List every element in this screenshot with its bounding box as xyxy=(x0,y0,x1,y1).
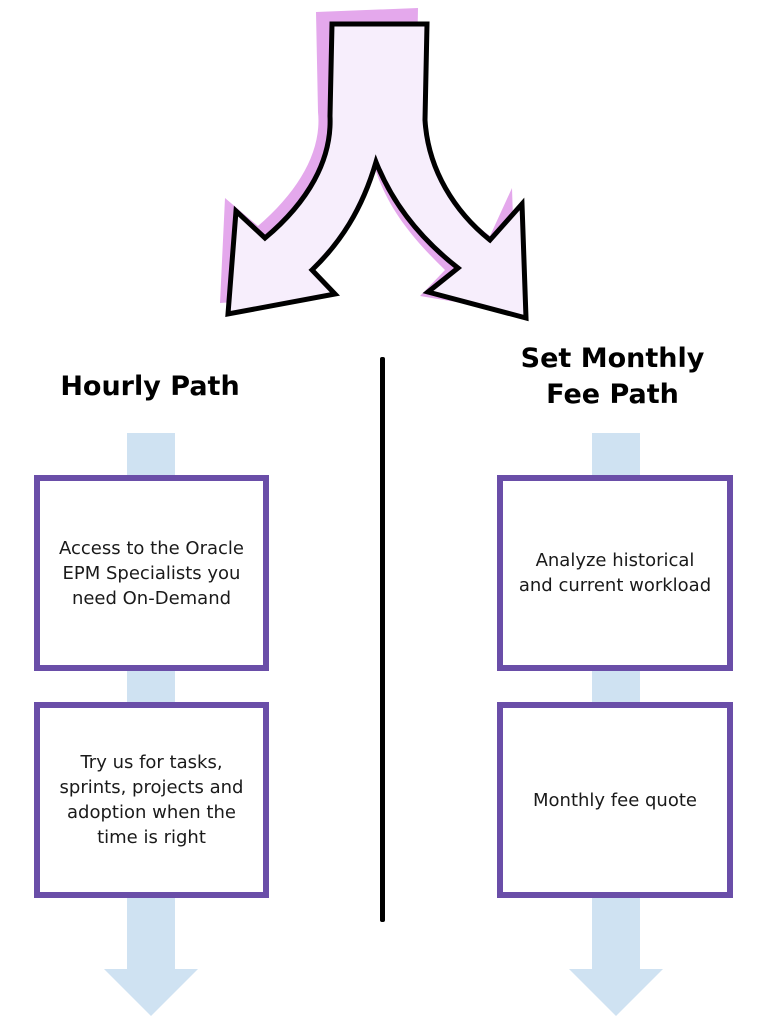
split-arrow-body xyxy=(225,21,529,322)
monthly-step-1-text: Analyze historical and current workload xyxy=(518,550,712,596)
hourly-step-2-text: Try us for tasks, sprints, projects and … xyxy=(59,752,244,848)
monthly-fee-path-title: Set Monthly Fee Path xyxy=(485,341,740,413)
hourly-path-title: Hourly Path xyxy=(60,371,240,402)
monthly-fee-path-title-line1: Set Monthly xyxy=(520,343,705,374)
monthly-step-1: Analyze historical and current workload xyxy=(497,475,733,671)
split-arrow-icon xyxy=(220,8,529,322)
hourly-step-1-text: Access to the Oracle EPM Specialists you… xyxy=(59,537,244,609)
hourly-step-2: Try us for tasks, sprints, projects and … xyxy=(34,702,269,898)
hourly-step-1: Access to the Oracle EPM Specialists you… xyxy=(34,475,269,671)
monthly-fee-path-title-line2: Fee Path xyxy=(546,379,679,410)
monthly-step-2-text: Monthly fee quote xyxy=(533,789,697,811)
monthly-step-2: Monthly fee quote xyxy=(497,702,733,898)
center-divider xyxy=(380,357,385,922)
